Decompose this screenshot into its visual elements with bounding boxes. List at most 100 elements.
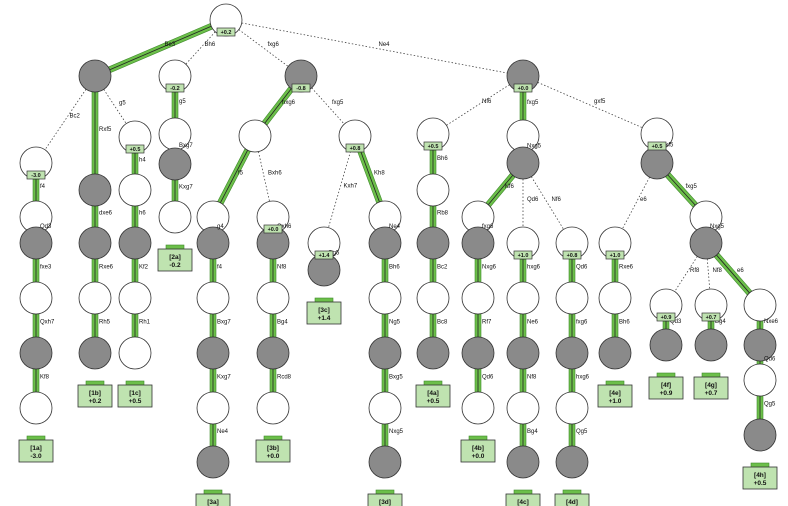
position-node — [256, 336, 290, 370]
move-label: Bxh6 — [268, 171, 282, 177]
position-node — [743, 363, 777, 397]
move-label: Rb8 — [437, 211, 449, 217]
leaf-id: [1c] — [129, 390, 141, 397]
eval-value: +0.5 — [428, 144, 439, 150]
leaf-box-4g: [4g]+0.7 — [693, 372, 729, 400]
tree-edge-65 — [519, 258, 527, 283]
tree-edge-50 — [537, 81, 643, 129]
node-eval-box: +1.0 — [513, 250, 533, 260]
leaf-id: [4b] — [472, 445, 484, 452]
move-label: Ne4 — [379, 42, 391, 48]
node-eval-box: +1.4 — [314, 250, 334, 260]
tree-edge-7 — [91, 91, 99, 175]
position-node — [598, 336, 632, 370]
leaf-eval: +0.2 — [89, 398, 102, 405]
move-label: Kxg7 — [179, 185, 193, 191]
move-label: Qg5 — [328, 251, 340, 257]
move-label: g5 — [119, 101, 126, 107]
move-label: fxg5 — [527, 100, 539, 106]
position-node — [555, 445, 589, 479]
position-node — [416, 173, 450, 207]
position-node — [368, 391, 402, 425]
tree-edge-38 — [269, 368, 277, 393]
move-label: Nxg5 — [389, 429, 404, 435]
move-label: Bh6 — [205, 42, 216, 48]
leaf-eval: +0.9 — [660, 390, 673, 397]
eval-value: +1.4 — [319, 253, 331, 259]
eval-value: +0.7 — [706, 315, 717, 321]
tree-edge-2 — [238, 29, 289, 67]
move-label: Qg5 — [576, 429, 588, 435]
position-node — [461, 336, 495, 370]
move-label: gxf5 — [594, 99, 606, 105]
tree-edge-33 — [209, 368, 217, 393]
move-label: g5 — [179, 99, 186, 105]
move-label: Rxf5 — [661, 143, 674, 149]
tree-edge-70 — [568, 258, 576, 283]
position-node — [368, 281, 402, 315]
move-label: fxg6 — [576, 320, 588, 326]
position-node — [694, 328, 728, 362]
position-node — [118, 336, 152, 370]
position-node — [506, 281, 540, 315]
leaf-id: [3c] — [318, 307, 330, 314]
tree-edge-84 — [662, 320, 670, 330]
leaf-eval: -3.0 — [30, 453, 42, 460]
position-node — [19, 226, 53, 260]
move-label: hxg6 — [576, 375, 590, 381]
eval-value: -0.2 — [170, 86, 179, 92]
move-label: Bc2 — [70, 114, 81, 120]
move-label: Nxe6 — [764, 319, 779, 325]
tree-edge-10 — [32, 258, 40, 283]
position-node — [19, 391, 53, 425]
tree-edge-22 — [171, 91, 179, 119]
tree-edge-63 — [474, 368, 482, 393]
eval-value: -0.8 — [296, 86, 305, 92]
tree-edge-44 — [381, 258, 389, 283]
tree-edge-48 — [446, 84, 510, 126]
tree-edge-19 — [131, 258, 139, 283]
edges-layer — [32, 22, 764, 447]
tree-edge-25 — [261, 86, 295, 126]
leaf-id: [3d] — [379, 499, 391, 506]
leaf-id: [4h] — [754, 472, 766, 479]
tree-edge-78 — [611, 258, 619, 283]
position-node — [416, 226, 450, 260]
move-label: Rf8 — [690, 268, 700, 274]
move-label: f4 — [217, 265, 223, 271]
position-node — [461, 391, 495, 425]
tree-edge-6 — [44, 89, 87, 150]
leaf-id: [3b] — [267, 445, 279, 452]
tree-edge-88 — [756, 395, 764, 420]
node-eval-box: -0.8 — [291, 83, 311, 93]
leaf-eval: +0.0 — [267, 453, 280, 460]
leaf-eval: +0.0 — [472, 453, 485, 460]
eval-value: +0.2 — [221, 30, 232, 36]
eval-value: +0.8 — [567, 253, 578, 259]
move-label: Rxe6 — [619, 265, 634, 271]
position-node — [506, 146, 540, 180]
position-node — [19, 336, 53, 370]
position-node — [118, 173, 152, 207]
root-eval-box: +0.2 — [216, 27, 236, 37]
position-node — [118, 281, 152, 315]
move-label: Ne4 — [217, 429, 229, 435]
move-label: Qd6 — [576, 265, 588, 271]
node-eval-box: +0.8 — [562, 250, 582, 260]
position-node — [78, 226, 112, 260]
leaf-eval: +0.5 — [129, 398, 142, 405]
tree-edge-28 — [217, 148, 251, 205]
leaf-box-4f: [4f]+0.9 — [648, 372, 684, 400]
move-label: Nf6 — [552, 197, 562, 203]
move-label: Ne4 — [389, 224, 401, 230]
leaf-id: [4c] — [517, 499, 529, 506]
eval-value: -3.0 — [31, 173, 40, 179]
node-eval-box: +0.5 — [423, 141, 443, 151]
tree-edge-72 — [568, 368, 576, 393]
move-label: fxg6 — [268, 42, 280, 48]
leaf-id: [4d] — [566, 499, 578, 506]
leaf-eval: +1.0 — [609, 398, 622, 405]
tree-edge-75 — [622, 176, 650, 230]
leaf-id: [4a] — [427, 390, 439, 397]
tree-edge-36 — [269, 258, 277, 283]
